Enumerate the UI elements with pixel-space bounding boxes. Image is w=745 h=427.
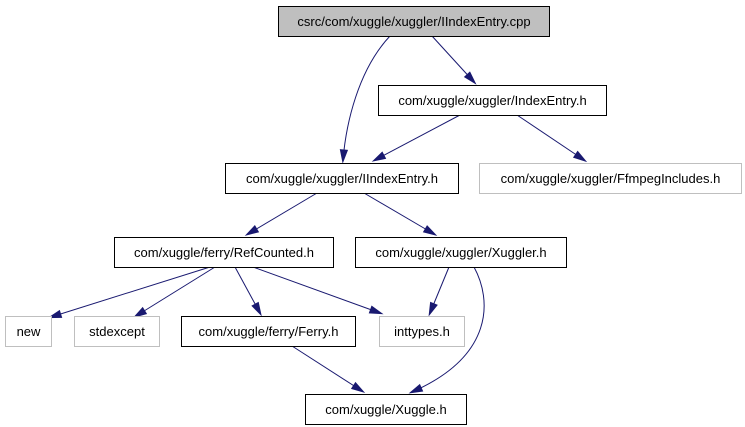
edge-n1-n3 xyxy=(516,114,588,163)
node-box xyxy=(379,316,465,347)
edge-arrowhead xyxy=(371,151,387,162)
node-n1[interactable]: com/xuggle/xuggler/IndexEntry.h xyxy=(378,85,607,116)
edge-n0-n2 xyxy=(339,35,391,164)
node-label: com/xuggle/xuggler/FfmpegIncludes.h xyxy=(501,171,721,186)
node-box xyxy=(479,163,742,194)
edge-arrowhead xyxy=(244,225,260,236)
node-label: com/xuggle/ferry/RefCounted.h xyxy=(134,245,314,260)
node-n4[interactable]: com/xuggle/ferry/RefCounted.h xyxy=(114,237,334,268)
edge-line xyxy=(374,114,461,161)
node-n2[interactable]: com/xuggle/xuggler/IIndexEntry.h xyxy=(225,163,459,194)
edge-n4-n9 xyxy=(252,266,384,315)
node-box xyxy=(278,6,550,37)
node-label: com/xuggle/Xuggle.h xyxy=(325,402,446,417)
edge-n2-n5 xyxy=(363,192,438,236)
edge-line xyxy=(247,192,318,235)
node-box xyxy=(181,316,356,347)
edge-arrowhead xyxy=(408,383,424,394)
edge-line xyxy=(342,35,391,161)
node-label: com/xuggle/xuggler/Xuggler.h xyxy=(375,245,546,260)
edge-n8-n10 xyxy=(291,345,366,394)
edge-n0-n1 xyxy=(431,35,477,85)
node-box xyxy=(355,237,567,268)
edge-n5-n9 xyxy=(428,266,450,317)
node-box xyxy=(74,316,160,347)
node-n6: new xyxy=(5,316,52,347)
node-n7: stdexcept xyxy=(74,316,160,347)
node-box xyxy=(114,237,334,268)
edge-line xyxy=(516,114,585,161)
node-n10[interactable]: com/xuggle/Xuggle.h xyxy=(305,394,467,425)
edge-arrowhead xyxy=(368,305,384,315)
node-label: inttypes.h xyxy=(394,324,450,339)
node-n8[interactable]: com/xuggle/ferry/Ferry.h xyxy=(181,316,356,347)
node-label: csrc/com/xuggle/xuggler/IIndexEntry.cpp xyxy=(297,14,530,29)
edge-arrowhead xyxy=(463,71,477,85)
edge-arrowhead xyxy=(132,306,148,318)
edge-n4-n7 xyxy=(132,266,216,318)
node-n5[interactable]: com/xuggle/xuggler/Xuggler.h xyxy=(355,237,567,268)
node-box xyxy=(5,316,52,347)
edge-arrowhead xyxy=(339,149,349,164)
edge-arrowhead xyxy=(428,301,438,317)
node-label: new xyxy=(17,324,41,339)
edge-n2-n4 xyxy=(244,192,318,236)
node-label: com/xuggle/xuggler/IndexEntry.h xyxy=(398,93,586,108)
edge-line xyxy=(252,266,381,314)
nodes: csrc/com/xuggle/xuggler/IIndexEntry.cpp c… xyxy=(5,6,742,425)
edge-line xyxy=(411,266,485,393)
edge-arrowhead xyxy=(422,225,438,236)
edge-line xyxy=(50,266,211,318)
edge-n4-n6 xyxy=(47,266,211,319)
node-n3: com/xuggle/xuggler/FfmpegIncludes.h xyxy=(479,163,742,194)
node-box xyxy=(225,163,459,194)
node-n9: inttypes.h xyxy=(379,316,465,347)
node-box xyxy=(305,394,467,425)
edge-line xyxy=(135,266,216,317)
node-label: com/xuggle/ferry/Ferry.h xyxy=(199,324,339,339)
edge-line xyxy=(363,192,435,235)
edge-n5-n10 xyxy=(408,266,485,394)
edges xyxy=(47,35,588,394)
node-n0: csrc/com/xuggle/xuggler/IIndexEntry.cpp xyxy=(278,6,550,37)
edge-arrowhead xyxy=(47,309,63,319)
node-label: stdexcept xyxy=(89,324,145,339)
edge-arrowhead xyxy=(350,381,366,394)
node-box xyxy=(378,85,607,116)
node-label: com/xuggle/xuggler/IIndexEntry.h xyxy=(246,171,438,186)
edge-arrowhead xyxy=(251,301,262,317)
edge-arrowhead xyxy=(572,150,588,163)
edge-n1-n2 xyxy=(371,114,461,162)
edge-line xyxy=(291,345,363,392)
edge-n4-n8 xyxy=(234,266,262,317)
